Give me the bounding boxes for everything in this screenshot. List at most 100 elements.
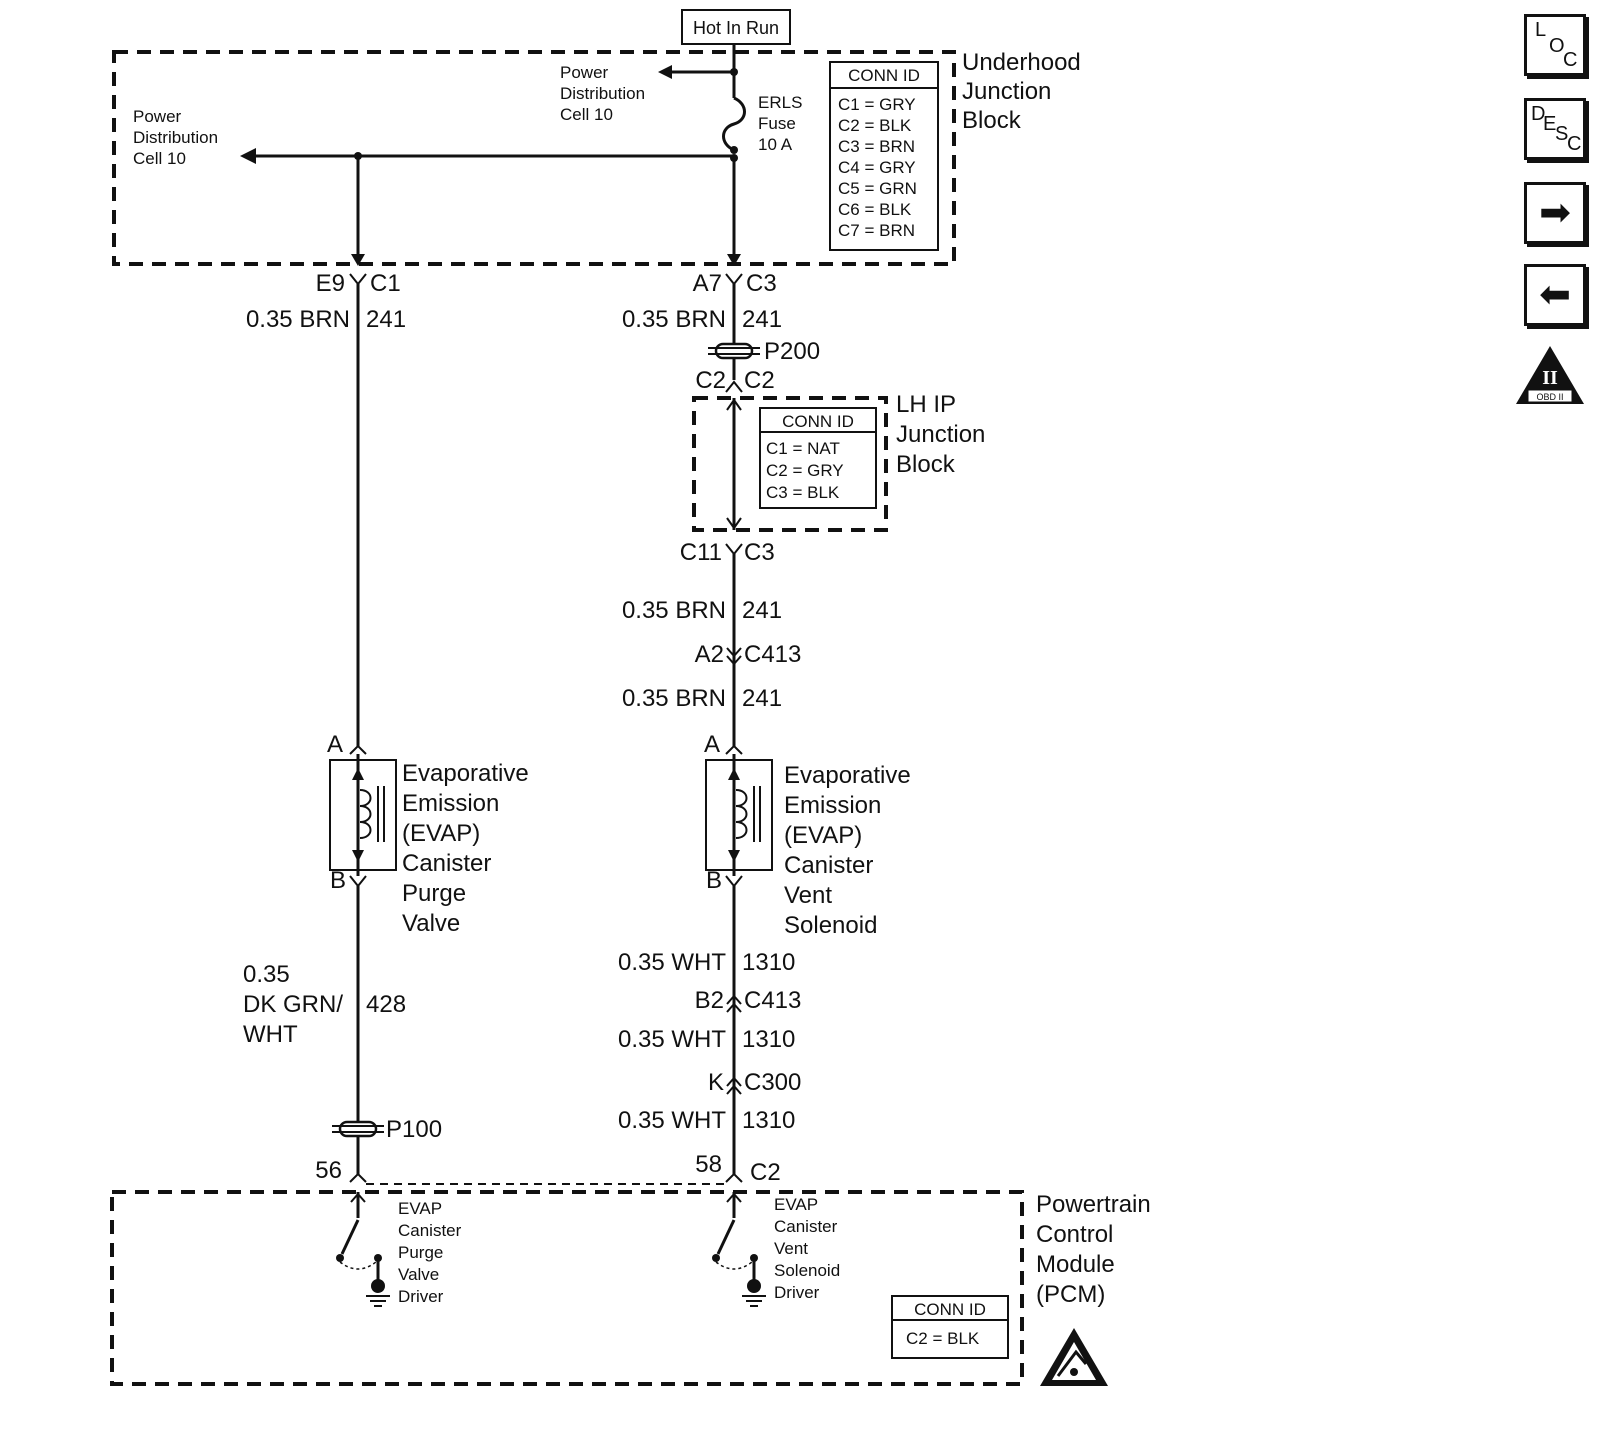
erls-fuse-label: ERLS Fuse 10 A [758, 93, 802, 154]
svg-text:Canister: Canister [402, 850, 491, 877]
svg-text:Control: Control [1036, 1221, 1113, 1248]
left-arrow-icon: ⬅ [1539, 274, 1571, 316]
svg-text:Distribution: Distribution [560, 84, 645, 103]
vent-solenoid-driver-symbol [712, 1192, 766, 1307]
svg-text:C4 = GRY: C4 = GRY [838, 158, 916, 177]
svg-text:1310: 1310 [742, 949, 795, 976]
svg-text:241: 241 [366, 306, 406, 333]
svg-text:CONN ID: CONN ID [782, 412, 854, 431]
next-button[interactable]: ➡ [1524, 182, 1586, 244]
connector-c11-c3: C11 C3 [680, 539, 775, 566]
power-distribution-arrow-left [240, 148, 256, 164]
svg-text:Block: Block [962, 107, 1022, 134]
svg-text:Canister: Canister [774, 1217, 838, 1236]
lh-ip-junction-block-title: LH IP Junction Block [896, 391, 985, 478]
svg-text:0.35 BRN: 0.35 BRN [622, 685, 726, 712]
svg-text:C3 = BRN: C3 = BRN [838, 137, 915, 156]
svg-text:CONN ID: CONN ID [914, 1300, 986, 1319]
svg-text:E9: E9 [316, 270, 345, 297]
wire-label-brn-241-r2: 0.35 BRN 241 [622, 597, 782, 624]
svg-text:DK GRN/: DK GRN/ [243, 991, 343, 1018]
svg-text:C1 = NAT: C1 = NAT [766, 439, 840, 458]
svg-text:C6 = BLK: C6 = BLK [838, 200, 912, 219]
splice-p100: P100 [332, 1116, 442, 1143]
svg-text:A2: A2 [695, 641, 724, 668]
svg-text:0.35: 0.35 [243, 961, 290, 988]
svg-text:Valve: Valve [398, 1265, 439, 1284]
svg-text:Valve: Valve [402, 910, 460, 937]
svg-text:Evaporative: Evaporative [784, 762, 911, 789]
wire-label-wht-1310-r5: 0.35 WHT 1310 [618, 1026, 795, 1053]
vent-solenoid-pin-b: B [706, 867, 722, 894]
svg-text:C2 = BLK: C2 = BLK [906, 1329, 980, 1348]
svg-text:Cell 10: Cell 10 [560, 105, 613, 124]
wire-label-dkgrn-wht-428: 0.35 DK GRN/ WHT 428 [243, 961, 406, 1048]
underhood-junction-block-outline [112, 50, 956, 266]
svg-text:Purge: Purge [398, 1243, 443, 1262]
svg-text:Solenoid: Solenoid [774, 1261, 840, 1280]
svg-text:0.35 WHT: 0.35 WHT [618, 949, 726, 976]
svg-text:Vent: Vent [774, 1239, 808, 1258]
svg-text:C5 = GRN: C5 = GRN [838, 179, 917, 198]
obd-ii-mark: II [1542, 367, 1558, 389]
evap-purge-valve-symbol [329, 754, 397, 876]
power-distribution-label-left: Power Distribution Cell 10 [133, 107, 218, 168]
svg-text:241: 241 [742, 685, 782, 712]
evap-purge-valve-label: Evaporative Emission (EVAP) Canister Pur… [402, 760, 529, 937]
previous-button[interactable]: ⬅ [1524, 264, 1586, 326]
svg-text:EVAP: EVAP [398, 1199, 442, 1218]
svg-text:C3 = BLK: C3 = BLK [766, 483, 840, 502]
wire-label-wht-1310-r4: 0.35 WHT 1310 [618, 949, 795, 976]
obd-ii-icon[interactable]: II OBD II [1514, 344, 1586, 406]
loc-letter-c: C [1563, 49, 1578, 71]
wire-label-brn-241-r1: 0.35 BRN 241 [622, 306, 782, 333]
svg-text:241: 241 [742, 306, 782, 333]
svg-text:C11: C11 [680, 539, 722, 566]
connector-k-c300: K C300 [708, 1069, 801, 1096]
desc-button[interactable]: D E S C [1524, 98, 1586, 160]
svg-text:Solenoid: Solenoid [784, 912, 877, 939]
svg-text:Evaporative: Evaporative [402, 760, 529, 787]
loc-button[interactable]: L O C [1524, 14, 1586, 76]
power-distribution-arrow-right [658, 65, 672, 79]
svg-text:C413: C413 [744, 641, 801, 668]
desc-letter-d: D [1531, 103, 1546, 125]
svg-text:Powertrain: Powertrain [1036, 1191, 1151, 1218]
svg-text:C2 = BLK: C2 = BLK [838, 116, 912, 135]
wire-label-brn-241-r3: 0.35 BRN 241 [622, 685, 782, 712]
svg-text:C300: C300 [744, 1069, 801, 1096]
svg-text:0.35 WHT: 0.35 WHT [618, 1026, 726, 1053]
svg-text:1310: 1310 [742, 1107, 795, 1134]
svg-text:B2: B2 [695, 987, 724, 1014]
connector-a7-c3: A7 C3 [693, 270, 777, 297]
svg-text:Driver: Driver [774, 1283, 820, 1302]
hot-in-run-box [681, 9, 791, 45]
svg-text:Canister: Canister [398, 1221, 462, 1240]
connector-c2-c2: C2 C2 [695, 367, 774, 394]
connector-a2-c413: A2 C413 [695, 641, 802, 668]
svg-text:0.35 WHT: 0.35 WHT [618, 1107, 726, 1134]
loc-letter-o: O [1549, 35, 1565, 57]
desc-letter-e: E [1543, 113, 1557, 135]
power-distribution-label-right: Power Distribution Cell 10 [560, 63, 645, 124]
svg-text:(EVAP): (EVAP) [784, 822, 862, 849]
svg-text:Canister: Canister [784, 852, 873, 879]
svg-text:Junction: Junction [896, 421, 985, 448]
pcm-conn-id-table: CONN ID C2 = BLK [891, 1295, 1009, 1359]
svg-text:CONN ID: CONN ID [848, 66, 920, 85]
evap-vent-solenoid-symbol [705, 754, 773, 876]
svg-text:EVAP: EVAP [774, 1195, 818, 1214]
svg-text:Block: Block [896, 451, 956, 478]
svg-text:Junction: Junction [962, 78, 1051, 105]
svg-text:Cell 10: Cell 10 [133, 149, 186, 168]
svg-text:C7 = BRN: C7 = BRN [838, 221, 915, 240]
pcm-pin-56: 56 [315, 1157, 342, 1184]
obd-ii-caption: OBD II [1536, 392, 1563, 402]
desc-letter-c: C [1567, 133, 1582, 155]
purge-valve-driver-symbol [336, 1192, 390, 1307]
connector-e9-c1: E9 C1 [316, 270, 401, 297]
right-arrow-icon: ➡ [1539, 192, 1571, 234]
wire-label-wht-1310-r6: 0.35 WHT 1310 [618, 1107, 795, 1134]
lh-ip-junction-block-outline [692, 396, 888, 532]
